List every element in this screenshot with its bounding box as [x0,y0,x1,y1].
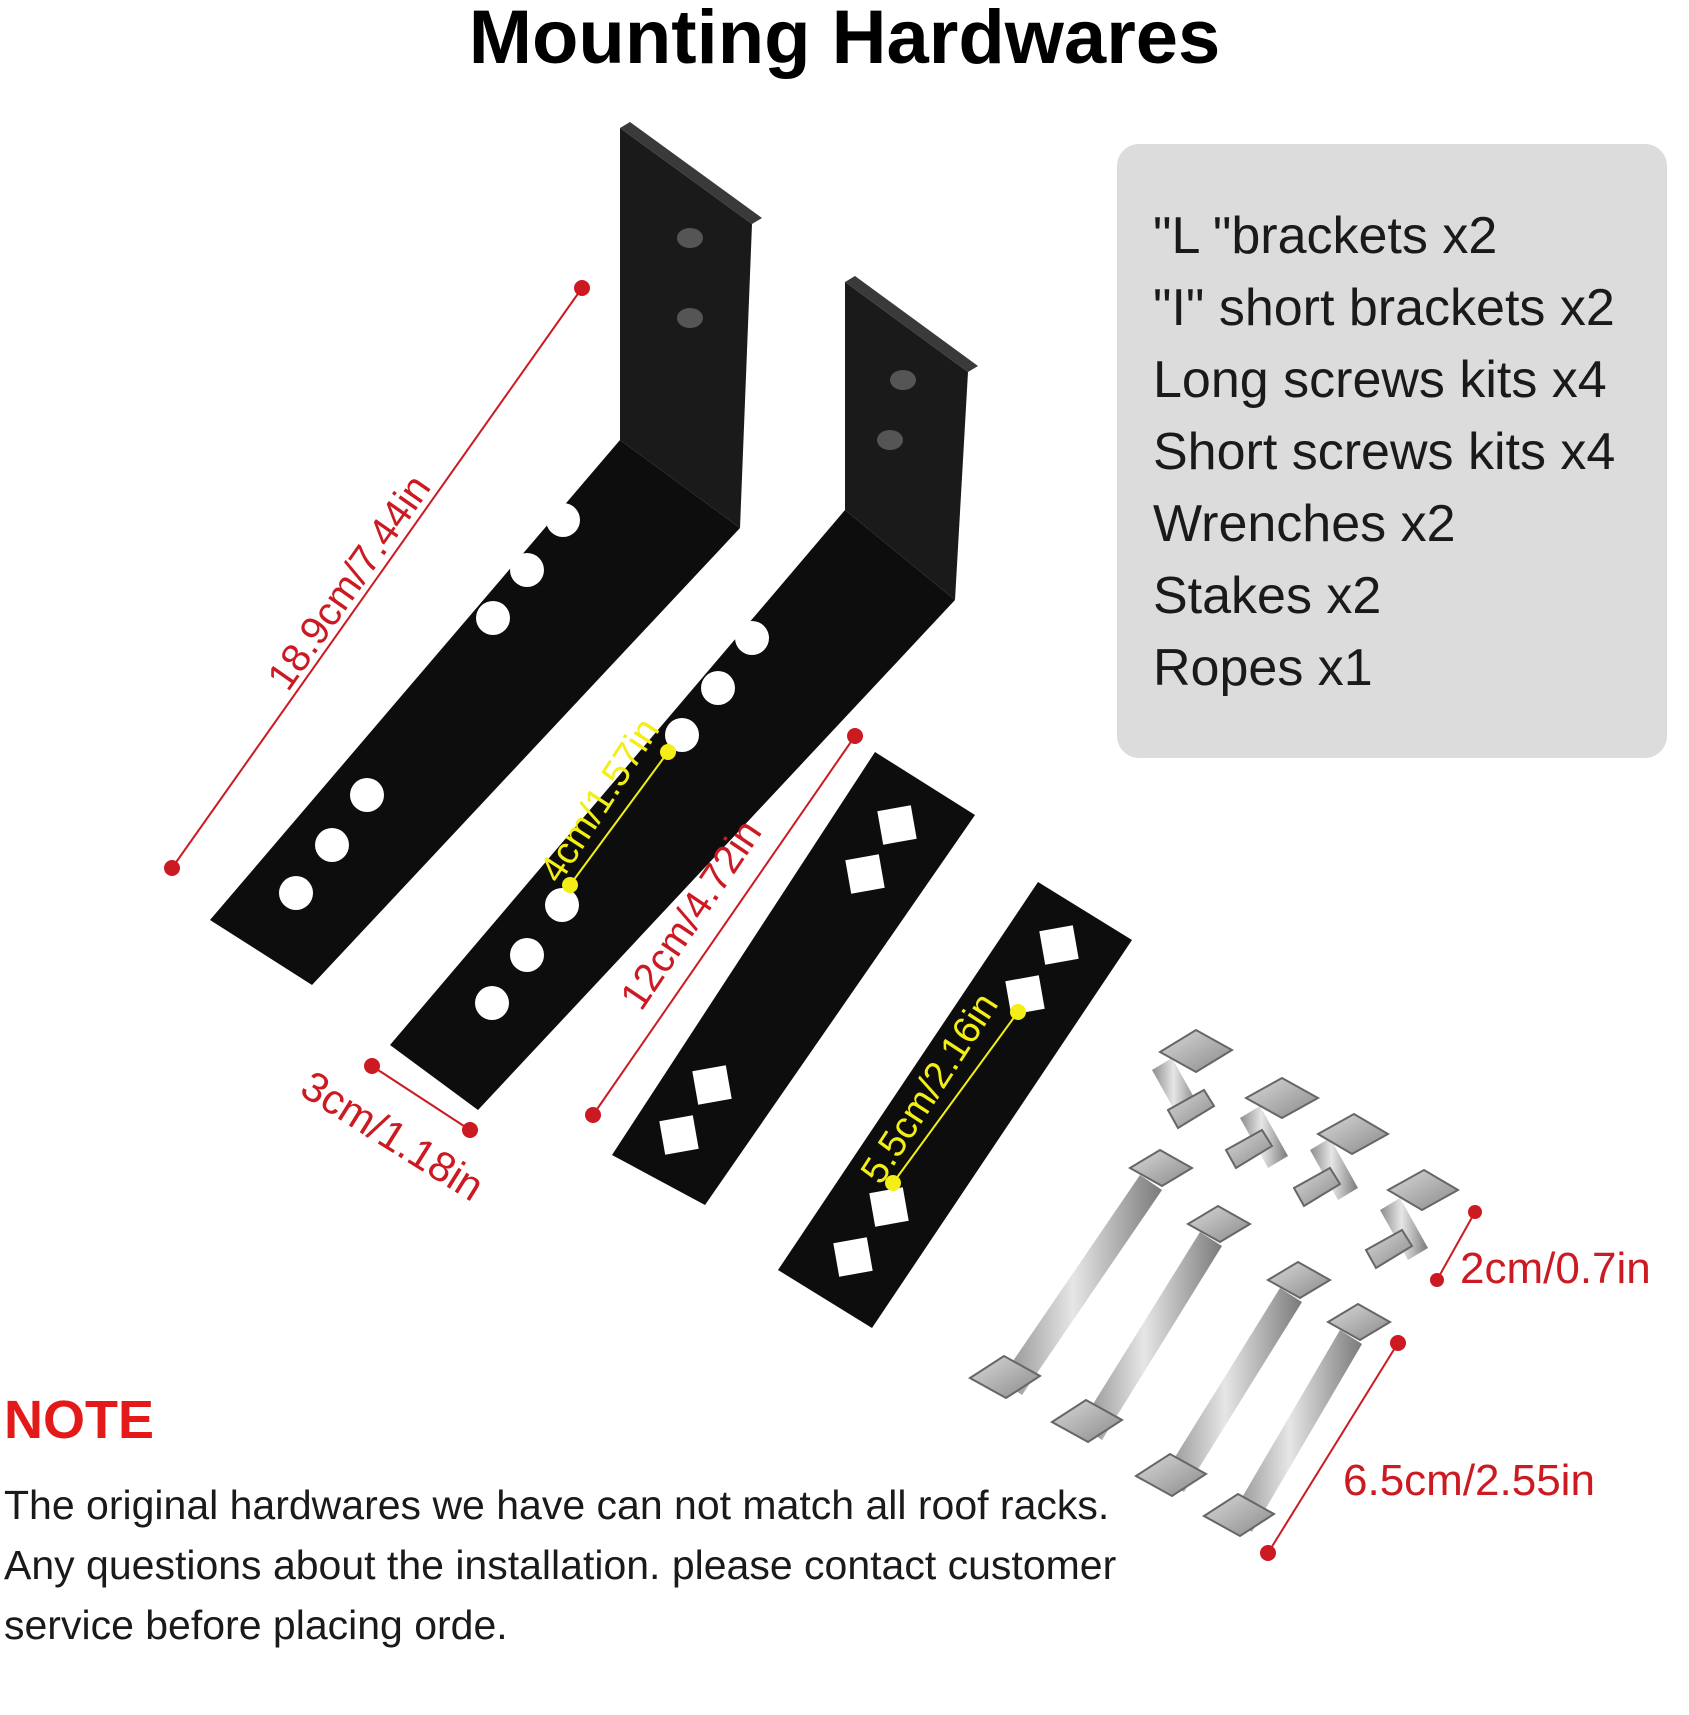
bracket-hole [701,671,735,705]
list-item: "L "brackets x2 [1153,207,1498,265]
long-screw-2 [1050,1204,1252,1444]
package-contents-panel: "L "brackets x2 "I" short brackets x2 Lo… [1117,144,1667,758]
dimension-label: 18.9cm/7.44in [259,467,439,698]
square-hole [845,854,885,894]
short-screw-2 [1224,1076,1321,1170]
square-hole [869,1187,909,1227]
list-item: Stakes x2 [1153,567,1382,625]
package-contents-list: "L "brackets x2 "I" short brackets x2 Lo… [1153,200,1615,704]
square-hole [1039,925,1079,965]
short-bracket-2 [778,882,1132,1328]
list-item: Short screws kits x4 [1153,423,1616,481]
note-line: Any questions about the installation. pl… [4,1542,1117,1648]
page-title: Mounting Hardwares [468,0,1221,80]
short-bracket-1 [612,752,975,1205]
bracket-hole [350,778,384,812]
square-hole [692,1065,732,1105]
bracket-hole [665,718,699,752]
short-screw-1 [1152,1028,1234,1130]
bracket-hole [735,621,769,655]
bracket-hole [545,888,579,922]
short-screw-3 [1292,1112,1391,1208]
note-body: The original hardwares we have can not m… [4,1475,1124,1655]
bracket-hole [476,601,510,635]
dimension-short-screw-length: 2cm/0.7in [1430,1205,1651,1293]
l-bracket-2 [390,276,978,1110]
long-screw-4 [1202,1302,1392,1538]
bracket-hole [475,986,509,1020]
list-item: Wrenches x2 [1153,495,1456,553]
note-heading: NOTE [4,1390,155,1450]
long-screw-1 [968,1148,1194,1400]
short-screw-4 [1364,1168,1461,1270]
bracket-hole [546,503,580,537]
l-bracket-1 [210,122,762,985]
list-item: Long screws kits x4 [1153,351,1607,409]
dimension-label: 6.5cm/2.55in [1343,1456,1595,1505]
square-hole [659,1115,699,1155]
bracket-hole [279,876,313,910]
long-screw-3 [1134,1260,1332,1498]
square-hole [833,1237,873,1277]
square-hole [877,805,917,845]
dimension-long-screw-length: 6.5cm/2.55in [1260,1335,1595,1561]
bracket-hole [510,938,544,972]
note-line: The original hardwares we have can not m… [4,1482,1110,1528]
bracket-hole [315,828,349,862]
list-item: Ropes x1 [1153,639,1373,697]
dimension-label: 2cm/0.7in [1460,1244,1651,1293]
list-item: "I" short brackets x2 [1153,279,1615,337]
bracket-hole [510,553,544,587]
